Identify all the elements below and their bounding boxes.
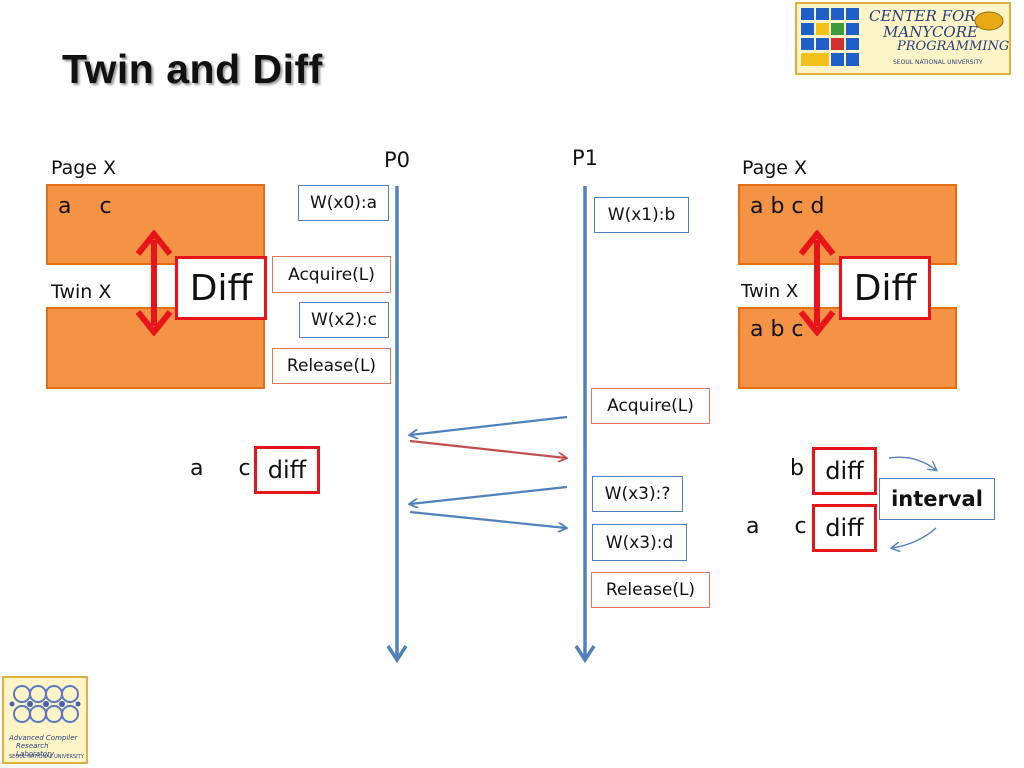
right-diff2: diff [812, 504, 877, 552]
right-twin-label: Twin X [741, 281, 799, 302]
acrl-logo: Advanced Compiler Research Laboratory SE… [2, 676, 88, 764]
logo-subtitle: SEOUL NATIONAL UNIVERSITY [9, 754, 84, 760]
p0-op-release: Release(L) [272, 348, 391, 384]
left-twin-label: Twin X [51, 281, 112, 303]
p1-op-write-x1: W(x1):b [594, 197, 689, 233]
interval-arrow-top [888, 456, 936, 470]
p0-timeline [386, 186, 408, 664]
p1-op-write-x3: W(x3):d [592, 524, 687, 561]
p0-op-write-x0: W(x0):a [298, 185, 389, 221]
message-arrow [409, 439, 566, 458]
p0-op-acquire: Acquire(L) [272, 256, 391, 293]
right-page-box: a b c d [738, 184, 957, 265]
message-arrow [409, 510, 566, 528]
left-diff-label: Diff [175, 256, 267, 320]
left-page-label: Page X [51, 157, 117, 179]
p0-label: P0 [384, 148, 411, 172]
left-result-diff: diff [254, 446, 320, 494]
right-diff-label: Diff [839, 256, 931, 320]
right-diff2-prefix: a c [746, 514, 807, 539]
p1-op-write-x3-unknown: W(x3):? [592, 476, 683, 512]
message-arrow [410, 485, 568, 504]
right-page-label: Page X [742, 157, 808, 179]
logo-text-line3: PROGRAMMING [897, 39, 1010, 54]
logo-helix-icon [9, 685, 81, 723]
right-twin-box: a b c [738, 307, 957, 389]
right-diff-double-arrow-icon [798, 230, 836, 336]
p1-op-release: Release(L) [591, 572, 710, 608]
cmp-logo: CENTER FOR MANYCORE PROGRAMMING SEOUL NA… [795, 2, 1011, 75]
interval-arrow-bottom [892, 527, 937, 548]
message-arrow [410, 415, 568, 435]
right-twin-text: a b c [750, 317, 804, 342]
slide-title: Twin and Diff [62, 46, 323, 92]
logo-grid-icon [801, 8, 1004, 66]
left-diff-double-arrow-icon [135, 230, 173, 336]
left-result-text: a c [190, 456, 251, 481]
right-diff1: diff [812, 447, 877, 495]
logo-text-line2: Research Laboratory [16, 742, 55, 758]
p0-op-write-x2: W(x2):c [299, 302, 389, 338]
logo-text-line1: CENTER FOR [869, 7, 976, 25]
logo-subtitle: SEOUL NATIONAL UNIVERSITY [893, 59, 983, 66]
logo-text-line2: MANYCORE [883, 23, 978, 41]
logo-text-line1: Advanced Compiler [9, 734, 78, 742]
right-diff1-prefix: b [790, 456, 804, 481]
left-page-text: a c [58, 194, 112, 219]
p1-op-acquire: Acquire(L) [591, 388, 710, 424]
right-page-text: a b c d [750, 194, 825, 219]
interval-label: interval [879, 478, 995, 520]
p1-label: P1 [572, 146, 599, 170]
p1-timeline [574, 186, 596, 664]
